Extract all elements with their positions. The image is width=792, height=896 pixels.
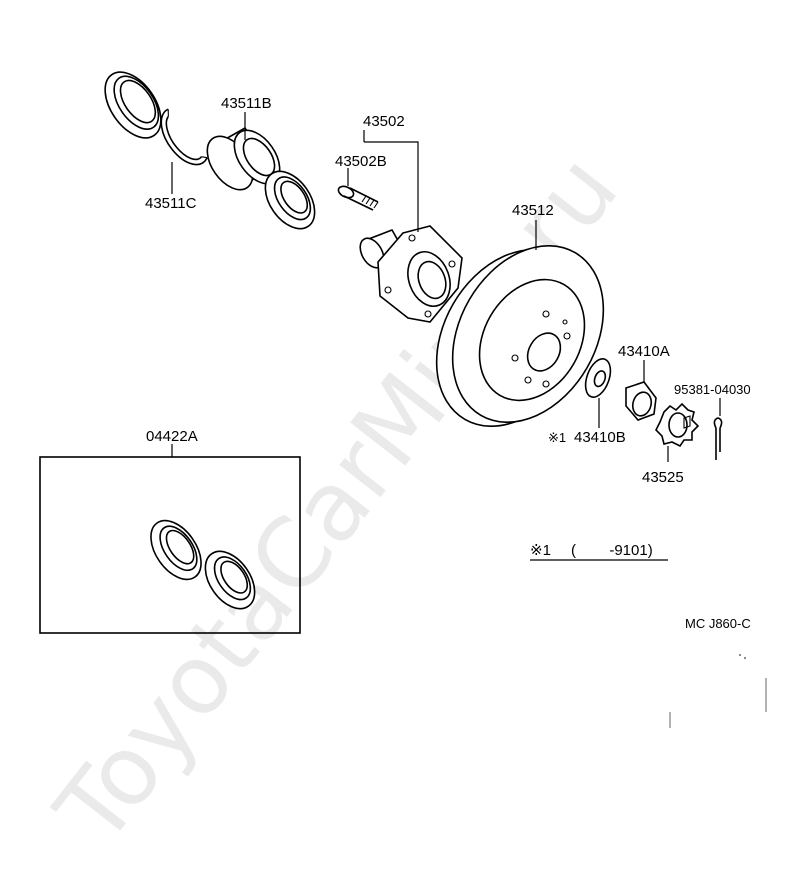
footnote-mark: ※1	[530, 542, 551, 559]
footnote-text: ( -9101)	[571, 542, 653, 559]
callout-43502b: 43502B	[335, 153, 387, 170]
footnote: ※1 ( -9101)	[530, 542, 668, 561]
cotter-pin-part	[713, 417, 723, 460]
hub-nut-part	[625, 381, 657, 421]
axle-hub-part	[359, 225, 463, 323]
callout-43410a: 43410A	[618, 343, 670, 360]
callout-43525: 43525	[642, 469, 684, 486]
callout-43511b: 43511B	[221, 95, 272, 112]
washer-part	[584, 358, 612, 398]
callout-43410b: 43410B	[574, 429, 626, 446]
bearing-kit-box	[39, 456, 301, 634]
callout-washer-mark: ※1	[548, 430, 566, 445]
brake-disc-part	[435, 244, 605, 428]
callout-95381-04030: 95381-04030	[674, 382, 751, 397]
callout-43502: 43502	[363, 113, 405, 130]
drawing-code: MC J860-C	[685, 616, 751, 631]
callout-04422a: 04422A	[146, 428, 198, 445]
nut-lock-cap-part	[655, 402, 700, 448]
scan-specks	[669, 654, 767, 728]
oil-seal-outer-part	[104, 71, 162, 139]
hub-bolt-part	[337, 185, 379, 211]
inner-seal-part	[264, 170, 316, 230]
leader-lines	[171, 112, 721, 462]
callout-43512: 43512	[512, 202, 554, 219]
callout-43511c: 43511C	[145, 195, 197, 212]
kit-seal-part	[150, 519, 202, 581]
bearing-race-part	[206, 126, 281, 191]
snap-ring-part	[160, 108, 208, 166]
watermark-text: ToyotaCarMine.ru	[34, 134, 639, 865]
kit-bearing-part	[204, 550, 256, 610]
